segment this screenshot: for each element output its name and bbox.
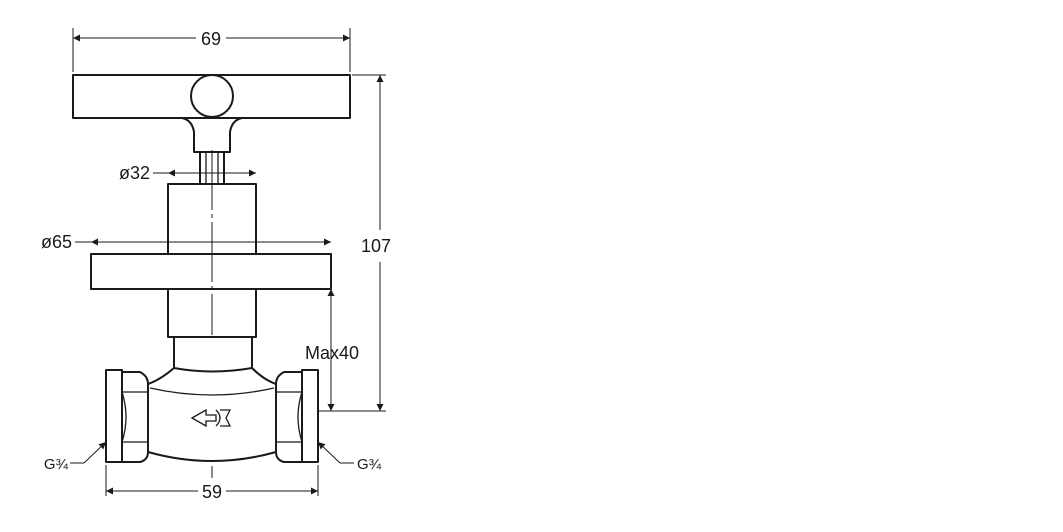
dim-label-d32: ø32 <box>119 163 150 183</box>
dim-stem-diameter: ø32 <box>119 163 256 183</box>
thread-label-right: G¾ <box>357 456 382 473</box>
dim-total-height: 107 <box>318 74 391 412</box>
callout-thread-left: G¾ <box>44 441 107 473</box>
dim-label-d65: ø65 <box>41 232 72 252</box>
dim-handle-width: 69 <box>72 28 351 72</box>
stem <box>199 152 225 184</box>
flange <box>90 253 332 290</box>
bonnet-neck <box>173 337 253 368</box>
thread-label-left: G¾ <box>44 456 69 473</box>
dim-label-69: 69 <box>201 29 221 49</box>
dim-label-59: 59 <box>202 482 222 502</box>
flow-direction-arrow-icon <box>190 408 232 428</box>
dim-flange-diameter: ø65 <box>41 232 331 252</box>
nut-left <box>105 369 149 463</box>
callout-thread-right: G¾ <box>317 441 382 473</box>
handle <box>72 74 351 153</box>
dim-label-107: 107 <box>361 236 391 256</box>
dim-label-max40: Max40 <box>305 343 359 363</box>
valve-body <box>147 367 277 462</box>
dim-max-depth: Max40 <box>305 289 359 411</box>
nut-right <box>275 369 319 463</box>
dim-body-length: 59 <box>105 465 319 502</box>
